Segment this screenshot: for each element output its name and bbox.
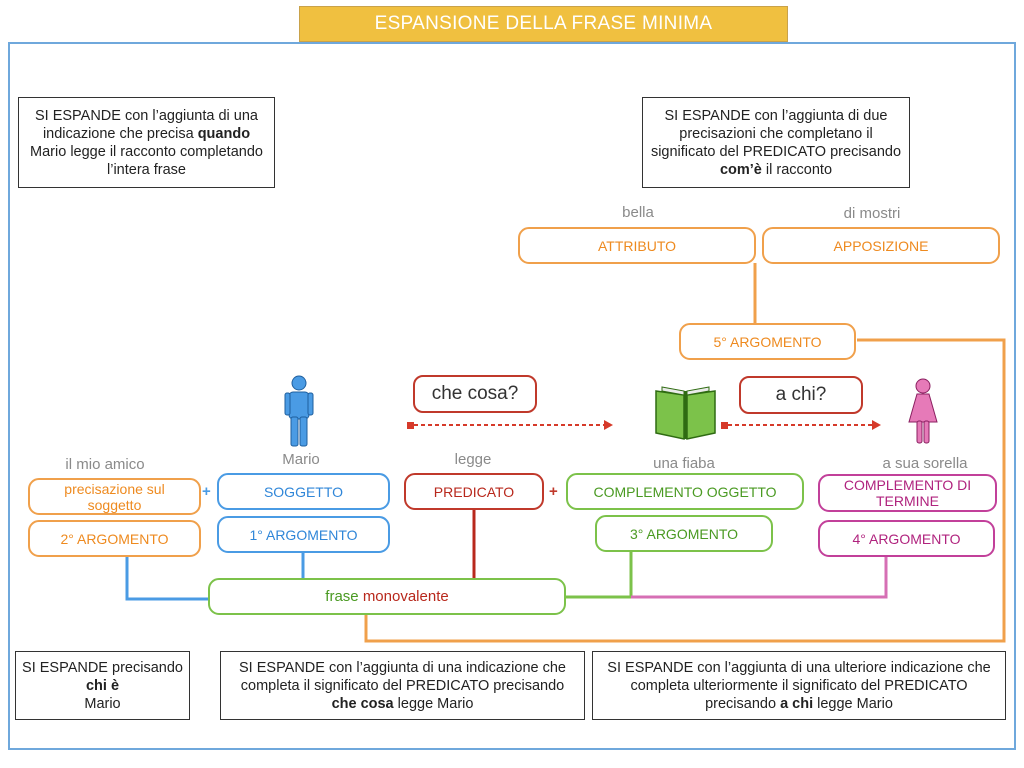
note-bold: chi è: [85, 677, 120, 694]
arg2-to-frase-line: [125, 557, 210, 601]
man-icon: [284, 375, 314, 447]
label-una-fiaba: una fiaba: [653, 455, 715, 472]
arg4-box: 4° ARGOMENTO: [818, 520, 995, 557]
label-a-sua-sorella: a sua sorella: [882, 455, 968, 472]
label-mario: Mario: [282, 451, 320, 468]
arrow-start-marker: [721, 422, 728, 429]
question-a-chi: a chi?: [739, 376, 863, 414]
label-il-mio-amico: il mio amico: [65, 456, 145, 473]
complemento-oggetto-box: COMPLEMENTO OGGETTO: [566, 473, 804, 510]
note-text: legge Mario: [813, 695, 893, 712]
arg5-to-frase-line: [364, 338, 1006, 643]
note-a-chi: SI ESPANDE con l’aggiunta di una ulterio…: [592, 651, 1006, 720]
note-bold: quando: [197, 125, 251, 142]
woman-icon: [908, 378, 938, 444]
label-legge: legge: [454, 451, 492, 468]
diagram-frame: [8, 42, 1016, 750]
note-che-cosa: SI ESPANDE con l’aggiunta di una indicaz…: [220, 651, 585, 720]
predicato-box: PREDICATO: [404, 473, 544, 510]
note-text: Mario: [84, 695, 121, 712]
label-di-mostri: di mostri: [843, 205, 901, 222]
frase-monovalente-box: frase monovalente: [208, 578, 566, 615]
arrow-head: [872, 420, 881, 430]
complemento-termine-box: COMPLEMENTO DI TERMINE: [818, 474, 997, 512]
note-bold: a chi: [780, 695, 814, 712]
arg3-box: 3° ARGOMENTO: [595, 515, 773, 552]
note-quando: SI ESPANDE con l’aggiunta di una indicaz…: [18, 97, 275, 188]
note-text: SI ESPANDE con l’aggiunta di due precisa…: [650, 107, 902, 160]
arg2-box: 2° ARGOMENTO: [28, 520, 201, 557]
note-bold: com’è: [719, 161, 762, 178]
arg4-to-frase-line: [631, 557, 888, 599]
question-che-cosa: che cosa?: [413, 375, 537, 413]
note-text: il racconto: [761, 161, 833, 178]
note-text: SI ESPANDE con l’aggiunta di una indicaz…: [34, 107, 258, 142]
note-come: SI ESPANDE con l’aggiunta di due precisa…: [642, 97, 910, 188]
note-text: SI ESPANDE precisando: [22, 659, 183, 676]
note-text: Mario legge il racconto completando l’in…: [30, 143, 263, 178]
label-bella: bella: [622, 204, 654, 221]
note-text: legge Mario: [393, 695, 474, 712]
note-text: SI ESPANDE con l’aggiunta di una indicaz…: [239, 659, 566, 694]
arg1-box: 1° ARGOMENTO: [217, 516, 390, 553]
attributo-box: ATTRIBUTO: [518, 227, 756, 264]
precisazione-box: precisazione sul soggetto: [28, 478, 201, 515]
arg3-to-frase-line: [566, 552, 633, 599]
plus-sign: +: [549, 483, 558, 500]
frase-word: frase: [325, 587, 359, 605]
note-bold: che cosa: [331, 695, 394, 712]
page-title: ESPANSIONE DELLA FRASE MINIMA: [299, 6, 788, 42]
arg5-box: 5° ARGOMENTO: [679, 323, 856, 360]
arrow-start-marker: [407, 422, 414, 429]
book-icon: [655, 386, 716, 440]
note-chi-e: SI ESPANDE precisando chi è Mario: [15, 651, 190, 720]
apposizione-box: APPOSIZIONE: [762, 227, 1000, 264]
soggetto-box: SOGGETTO: [217, 473, 390, 510]
plus-sign: +: [202, 483, 211, 500]
monovalente-word: monovalente: [362, 587, 449, 605]
arrow-head: [604, 420, 613, 430]
note-text: SI ESPANDE con l’aggiunta di una ulterio…: [607, 659, 991, 712]
